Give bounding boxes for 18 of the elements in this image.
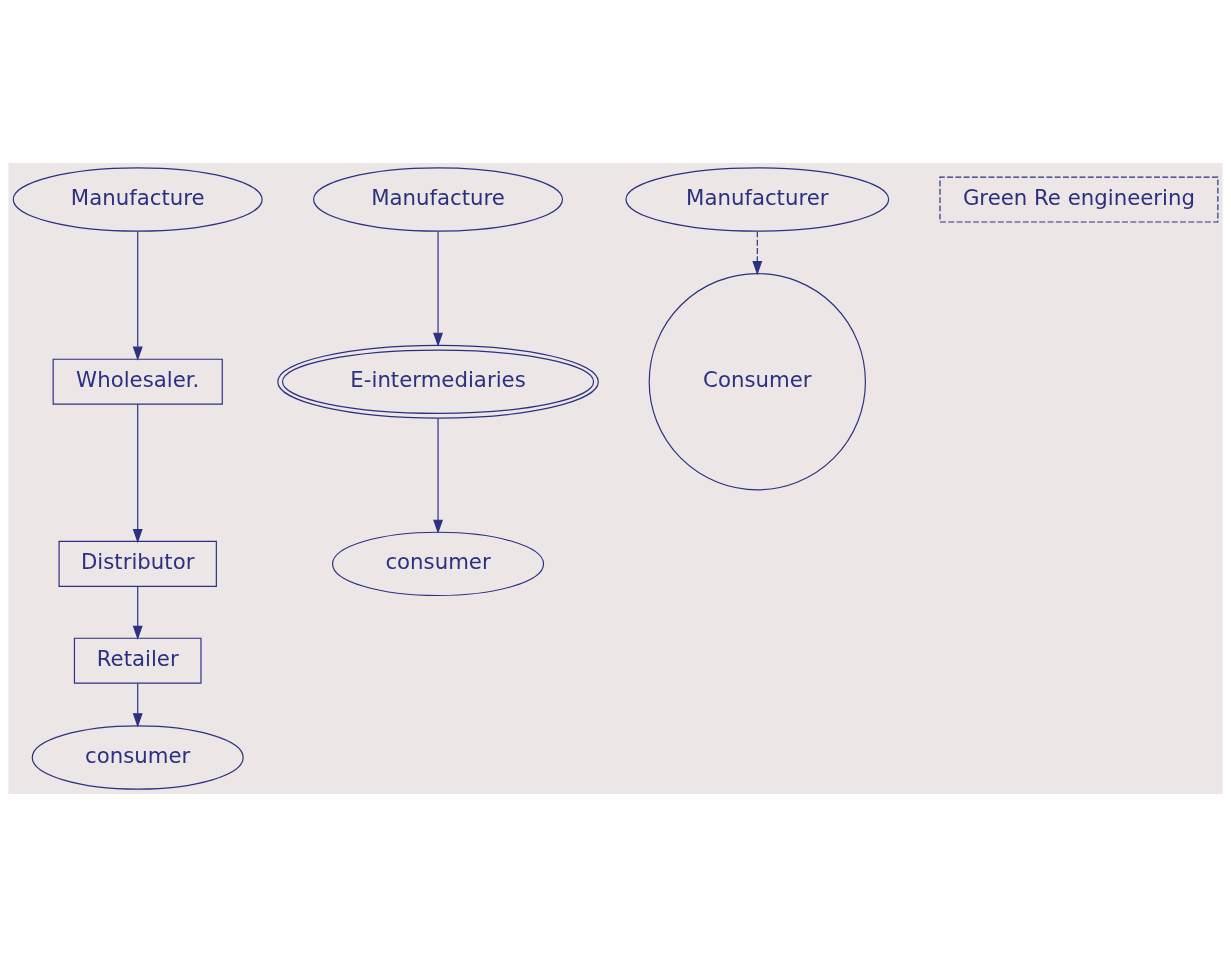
node-ellipse: E-intermediaries — [277, 344, 599, 419]
arrow — [132, 403, 143, 543]
node-ellipse: Manufacturer — [625, 166, 890, 232]
arrow — [752, 230, 763, 275]
arrow — [132, 682, 143, 727]
arrow — [433, 230, 444, 347]
arrow — [433, 417, 444, 534]
node-ellipse: Manufacture — [12, 166, 263, 232]
node-ellipse: consumer — [332, 531, 545, 596]
node-box: Wholesaler. — [52, 358, 223, 405]
node-ellipse: consumer — [31, 724, 244, 790]
node-box: Distributor — [58, 540, 217, 587]
node-circle: Consumer — [648, 272, 866, 490]
node-ellipse: Manufacture — [313, 166, 564, 232]
arrow — [132, 585, 143, 640]
arrow — [132, 230, 143, 361]
node-box: Green Re engineering — [939, 175, 1219, 223]
node-box: Retailer — [73, 637, 202, 684]
